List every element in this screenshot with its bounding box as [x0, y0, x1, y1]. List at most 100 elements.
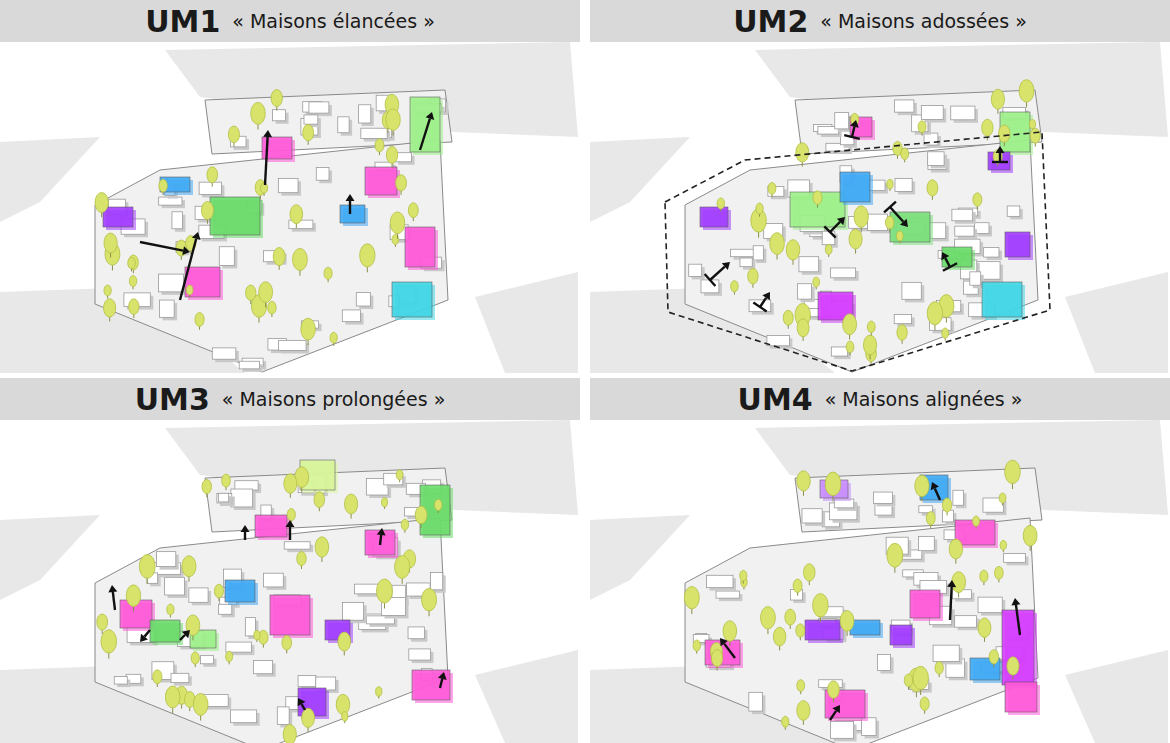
tree — [186, 285, 193, 295]
tree — [684, 586, 699, 608]
arrow-head — [182, 630, 190, 638]
building — [799, 257, 819, 272]
highlighted-house — [405, 227, 435, 267]
arrow-head — [241, 525, 250, 532]
tree — [360, 244, 375, 267]
limit-bar — [824, 226, 835, 237]
tree — [246, 285, 256, 300]
tree — [126, 585, 140, 607]
building — [951, 106, 975, 120]
panel-code: UM3 — [135, 382, 210, 417]
tree — [182, 556, 196, 577]
tree — [297, 552, 306, 566]
highlighted-house — [1005, 232, 1030, 257]
building — [921, 105, 943, 119]
road-area — [1065, 272, 1168, 373]
building — [707, 575, 733, 587]
tree — [375, 139, 384, 152]
highlighted-house — [982, 282, 1022, 317]
building — [798, 284, 812, 299]
highlighted-house — [988, 152, 1010, 170]
tree — [793, 579, 802, 592]
tree — [104, 233, 117, 253]
limit-bar — [753, 303, 766, 312]
building — [342, 602, 363, 620]
tree — [942, 498, 951, 512]
highlighted-house — [210, 197, 260, 235]
tree — [843, 314, 857, 335]
tree — [813, 594, 829, 617]
building — [895, 179, 912, 192]
building — [279, 340, 306, 350]
building — [309, 102, 329, 113]
tree — [302, 708, 315, 727]
highlighted-house — [840, 172, 870, 202]
building — [316, 168, 329, 181]
tree — [193, 693, 208, 715]
building — [165, 577, 185, 595]
tree — [290, 205, 303, 224]
tree — [797, 319, 809, 337]
tree — [796, 624, 805, 637]
building — [430, 572, 442, 589]
dashed-boundary — [665, 132, 1050, 371]
tree — [797, 701, 810, 721]
highlighted-house — [270, 595, 310, 635]
building — [356, 293, 370, 306]
arrow-head — [263, 130, 272, 137]
road-area — [0, 137, 100, 222]
tree — [408, 203, 418, 218]
tree — [797, 680, 805, 692]
highlighted-house — [365, 167, 397, 195]
building — [902, 282, 921, 299]
arrow-head — [140, 634, 148, 642]
highlighted-house — [340, 205, 365, 223]
arrow-head — [947, 580, 956, 587]
tree — [1023, 525, 1037, 546]
tree — [1007, 657, 1019, 675]
panel-subtitle: « Maisons adossées » — [820, 10, 1027, 32]
building — [226, 642, 252, 652]
growth-arrow — [349, 201, 351, 214]
tree — [770, 233, 785, 255]
tree — [342, 712, 348, 721]
tree — [104, 285, 111, 296]
highlighted-house — [255, 515, 287, 537]
tree — [271, 90, 282, 107]
panel-header: UM3« Maisons prolongées » — [0, 378, 580, 420]
tree — [904, 674, 912, 687]
tree — [813, 191, 822, 205]
tree — [129, 276, 136, 287]
building — [802, 509, 822, 523]
tree — [287, 508, 295, 520]
growth-arrow — [420, 119, 430, 150]
tree — [395, 556, 410, 579]
highlighted-house — [910, 590, 940, 618]
tree — [382, 498, 388, 507]
building — [918, 536, 934, 550]
tree — [973, 193, 982, 207]
tree — [999, 493, 1006, 503]
arrow-head — [850, 120, 859, 128]
tree — [863, 335, 876, 355]
building — [1004, 554, 1026, 563]
tree — [786, 240, 800, 260]
tree — [840, 611, 854, 632]
tree — [773, 627, 786, 646]
tree — [336, 694, 350, 714]
tree — [1030, 128, 1040, 143]
tree — [214, 584, 223, 598]
tree — [268, 301, 277, 314]
tree — [980, 570, 988, 582]
tree — [390, 212, 405, 234]
growth-arrow — [180, 239, 196, 300]
urban-block — [685, 140, 1038, 372]
growth-arrow — [890, 207, 903, 222]
building — [219, 247, 234, 266]
arrow-head — [837, 217, 845, 225]
block-illustration — [0, 420, 580, 743]
building — [409, 649, 431, 660]
urban-block — [95, 518, 448, 743]
limit-bar — [884, 202, 896, 213]
